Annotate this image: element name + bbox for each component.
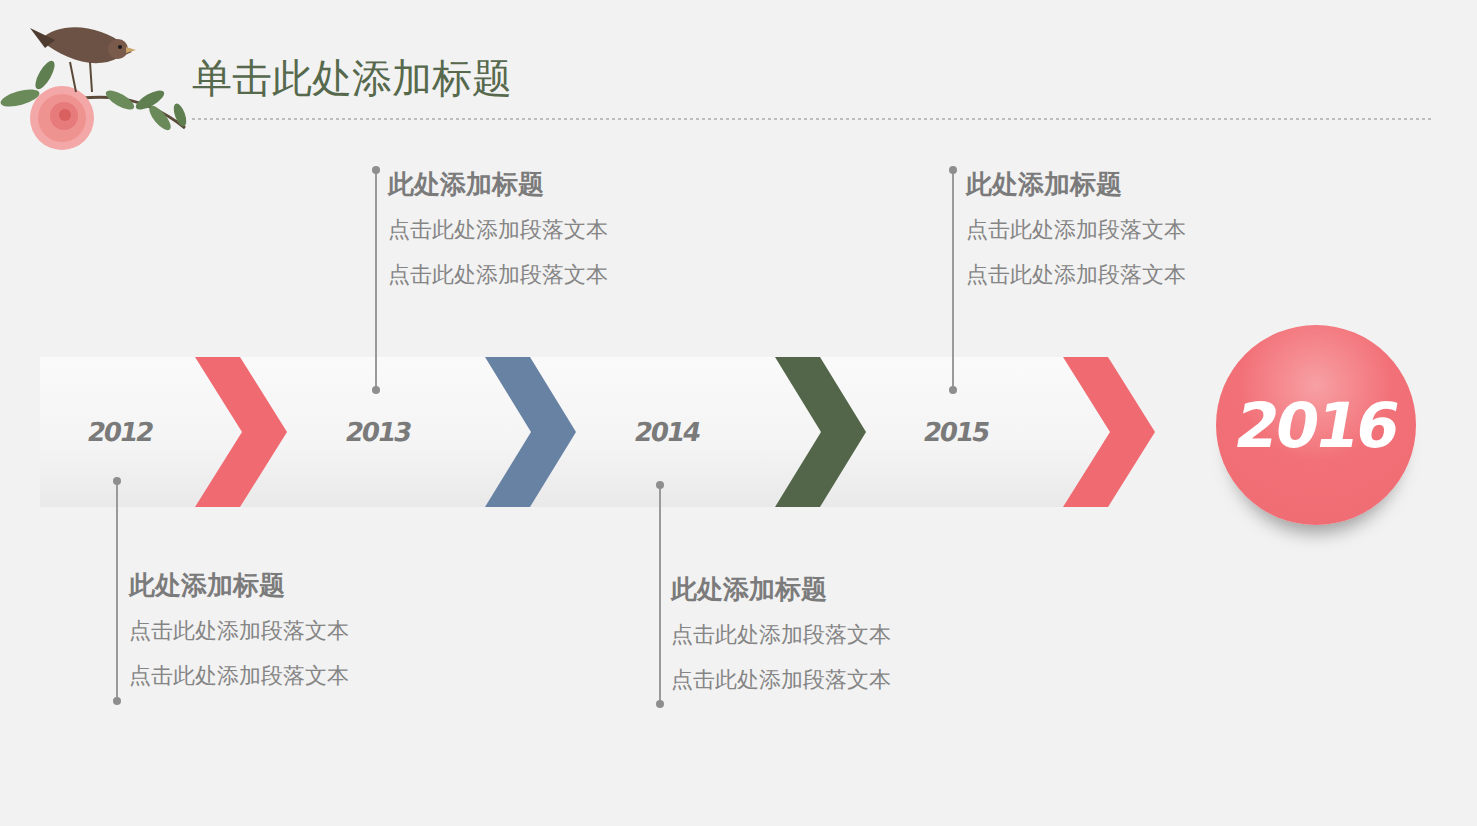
callout-heading: 此处添加标题: [129, 568, 285, 603]
callout-body: 点击此处添加段落文本: [671, 620, 891, 650]
year-label: 2016: [1229, 389, 1402, 462]
callout-body: 点击此处添加段落文本: [129, 616, 349, 646]
callout-body: 点击此处添加段落文本: [671, 665, 891, 695]
callout-body: 点击此处添加段落文本: [966, 260, 1186, 290]
callout-body: 点击此处添加段落文本: [388, 215, 608, 245]
year-circle: 2016: [1216, 325, 1416, 525]
callout-heading: 此处添加标题: [671, 572, 827, 607]
year-label: 2014: [632, 417, 702, 447]
callout-body: 点击此处添加段落文本: [388, 260, 608, 290]
slide-title: 单击此处添加标题: [192, 50, 512, 106]
callout-heading: 此处添加标题: [966, 167, 1122, 202]
callout-heading: 此处添加标题: [388, 167, 544, 202]
callout-body: 点击此处添加段落文本: [129, 661, 349, 691]
callout-body: 点击此处添加段落文本: [966, 215, 1186, 245]
year-label: 2015: [921, 417, 991, 447]
year-label: 2013: [343, 417, 413, 447]
year-label: 2012: [85, 417, 155, 447]
timeline-band: 2012 2013 2014 2015: [40, 357, 1110, 507]
bird-rose-illustration: [0, 27, 189, 150]
title-rule: [192, 119, 1433, 120]
